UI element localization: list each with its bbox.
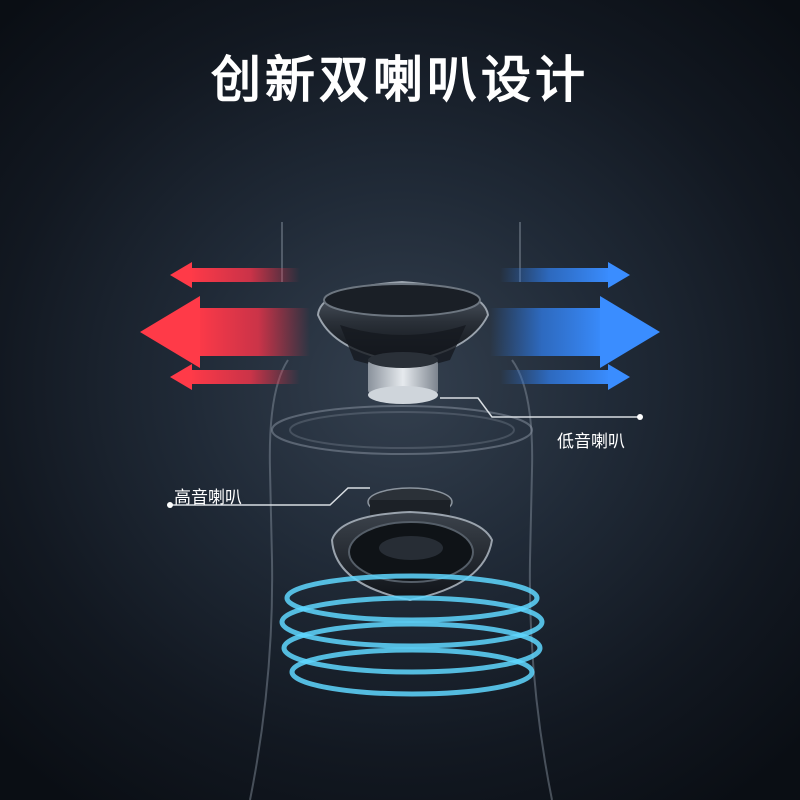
cool-air-arrows [490, 262, 660, 390]
sound-beams [329, 585, 491, 800]
hot-air-arrows [140, 262, 310, 390]
page-title: 创新双喇叭设计 [211, 51, 589, 109]
woofer-label: 低音喇叭 [557, 432, 625, 452]
tweeter-callout-line [167, 487, 370, 508]
speaker-body-outline [249, 222, 553, 800]
sound-wave-rings [279, 573, 545, 697]
woofer-driver [316, 280, 490, 404]
woofer-callout-line [440, 397, 643, 420]
tweeter-driver [330, 487, 494, 602]
tweeter-label: 高音喇叭 [174, 488, 242, 508]
